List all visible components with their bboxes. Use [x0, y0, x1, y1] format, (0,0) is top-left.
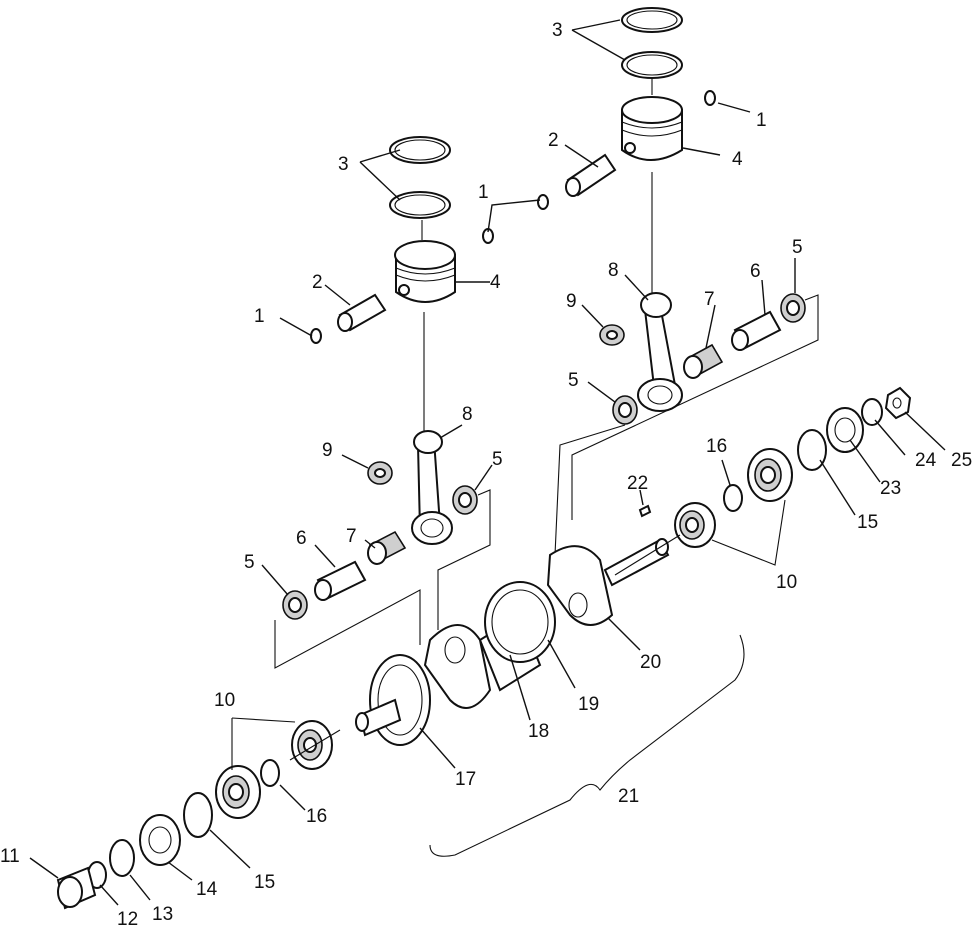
callout-line-10-left [231, 717, 296, 723]
left-thrust-washer-right [452, 485, 478, 515]
left-bushing [56, 866, 97, 910]
left-piston-pin [337, 293, 387, 332]
callout-line-10-right [711, 499, 786, 566]
callout-24: 24 [915, 450, 937, 471]
left-piston-ring-top [389, 136, 451, 164]
callout-10-left: 10 [214, 690, 235, 711]
callout-5-upper-right: 5 [792, 237, 803, 258]
callout-12: 12 [117, 909, 138, 927]
upper-pin-clip-left [537, 194, 549, 210]
left-snap-ring [183, 792, 213, 838]
right-snap-ring [797, 429, 827, 471]
left-bracket-line [274, 589, 421, 669]
callout-7-left: 7 [346, 526, 357, 547]
callout-6-upper: 6 [750, 261, 761, 282]
callout-4-left: 4 [490, 272, 501, 293]
callout-9-left: 9 [322, 440, 333, 461]
upper-connecting-rod [637, 292, 683, 412]
callout-8-left: 8 [462, 404, 473, 425]
left-pin-clip-left [310, 328, 322, 344]
callout-1-middle: 1 [478, 182, 489, 203]
left-piston-ring-bottom [389, 191, 451, 219]
right-washer [826, 407, 864, 453]
callout-2-left: 2 [312, 272, 323, 293]
upper-bracket-line [571, 294, 819, 520]
callout-15-left: 15 [254, 872, 275, 893]
callout-4-upper: 4 [732, 149, 743, 170]
crankshaft-counterweight-left [423, 624, 492, 709]
callout-16-right: 16 [706, 436, 727, 457]
callout-5-left-left: 5 [244, 552, 255, 573]
callout-5-left-right: 5 [492, 449, 503, 470]
upper-big-end-bearing [683, 343, 724, 379]
leader-lines [29, 19, 946, 906]
callout-3-upper: 3 [552, 20, 563, 41]
callout-7-upper: 7 [704, 289, 715, 310]
upper-pin-clip-right [704, 90, 716, 106]
left-washer [139, 814, 181, 866]
callout-17: 17 [455, 769, 476, 790]
upper-piston-ring-top [621, 7, 683, 33]
callout-10-right: 10 [776, 572, 797, 593]
callout-8-upper: 8 [608, 260, 619, 281]
left-bracket-line-2 [437, 489, 491, 630]
upper-thrust-washer-right [780, 293, 806, 323]
callout-1-upper-right: 1 [756, 110, 767, 131]
upper-piston-pin [565, 153, 617, 197]
callout-19: 19 [578, 694, 599, 715]
callout-3-left: 3 [338, 154, 349, 175]
upper-small-end-bearing [599, 324, 625, 346]
callout-5-upper-left: 5 [568, 370, 579, 391]
callout-11: 11 [0, 846, 20, 867]
left-big-end-bearing [367, 530, 407, 565]
right-main-bearing-inner [674, 502, 716, 548]
left-retaining-clip [109, 839, 135, 877]
left-thrust-washer-left [282, 590, 308, 620]
crankshaft-pto-shaft [603, 538, 670, 587]
callout-labels: 3 1 2 4 1 3 2 4 1 5 6 8 9 7 5 8 9 5 16 2… [0, 20, 972, 930]
crankshaft-main-journal [478, 581, 556, 692]
callout-21: 21 [618, 786, 639, 807]
right-main-bearing-outer [747, 448, 793, 502]
callout-18: 18 [528, 721, 549, 742]
upper-thrust-washer-left [612, 395, 638, 425]
callout-6-left: 6 [296, 528, 307, 549]
right-nut [884, 386, 912, 420]
left-piston [394, 240, 456, 303]
right-seal-ring [723, 484, 743, 512]
callout-22: 22 [627, 473, 648, 494]
callout-15-right: 15 [857, 512, 878, 533]
callout-9-upper: 9 [566, 291, 577, 312]
left-connecting-rod [411, 430, 453, 545]
callout-2-upper: 2 [548, 130, 559, 151]
left-crankpin [314, 560, 367, 601]
upper-piston [621, 96, 683, 161]
right-lock-washer [861, 398, 883, 426]
callout-20: 20 [640, 652, 661, 673]
woodruff-key [638, 504, 652, 518]
callout-25: 25 [951, 450, 972, 471]
callout-16-left: 16 [306, 806, 327, 827]
crankshaft-counterweight-right [546, 545, 614, 626]
crankshaft-flywheel-mag [355, 654, 431, 746]
left-main-bearing-outer [215, 765, 261, 819]
group-21-brace [429, 634, 745, 857]
callout-13: 13 [152, 904, 173, 925]
left-main-bearing-inner [291, 720, 333, 770]
callout-23: 23 [880, 478, 901, 499]
callout-14: 14 [196, 879, 218, 900]
upper-crankpin [731, 310, 782, 351]
left-seal-ring [260, 759, 280, 787]
upper-piston-ring-bottom [621, 51, 683, 79]
left-small-end-bearing [367, 461, 393, 485]
upper-centerline [554, 424, 626, 556]
callout-1-left: 1 [254, 306, 265, 327]
